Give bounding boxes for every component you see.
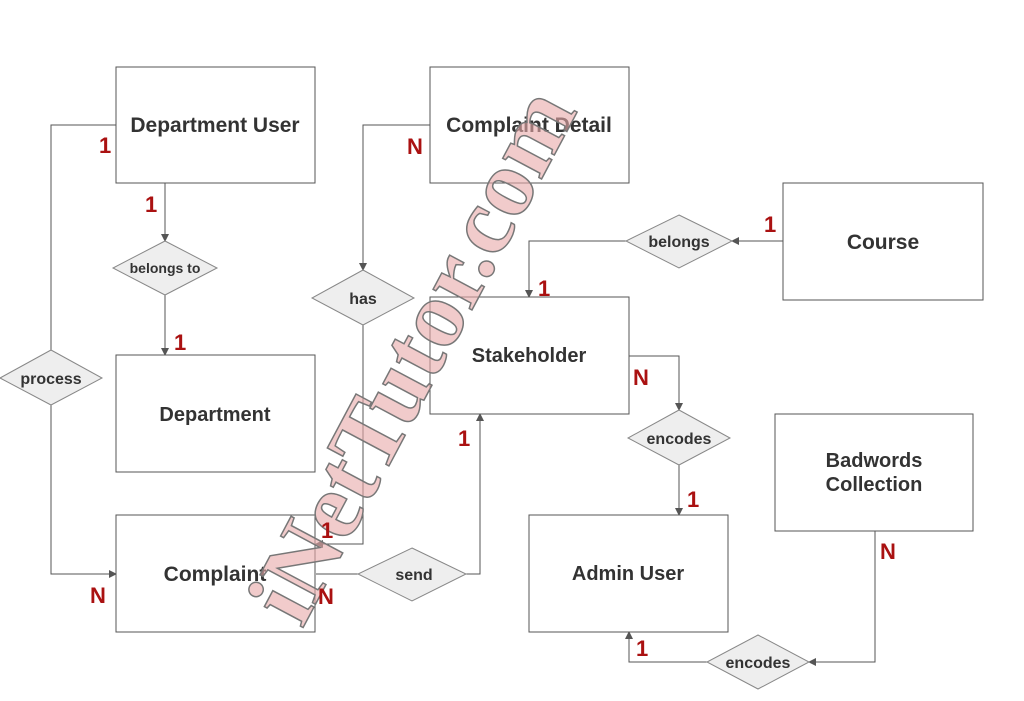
connector-badwords-encodes — [808, 531, 876, 666]
entity-department-user[interactable]: Department User — [115, 66, 316, 184]
entity-label: Admin User — [572, 563, 684, 585]
connector-send-stakeholder — [466, 413, 484, 575]
relationship-belongs-to[interactable]: belongs to — [111, 240, 219, 296]
entity-label: Department — [159, 404, 270, 426]
cardinality-label: N — [90, 583, 106, 608]
entity-admin-user[interactable]: Admin User — [528, 514, 729, 633]
cardinality-label: 1 — [145, 192, 157, 217]
entity-label: Department User — [130, 114, 299, 137]
relationship-encodes-badwords-admin[interactable]: encodes — [705, 634, 811, 690]
cardinality-label: 1 — [321, 518, 333, 543]
entity-label: Course — [847, 231, 919, 254]
relationship-send[interactable]: send — [356, 547, 468, 602]
entity-course[interactable]: Course — [782, 182, 984, 301]
connectors — [50, 124, 876, 666]
entity-label: Complaint — [164, 563, 267, 586]
cardinality-label: 1 — [458, 426, 470, 451]
cardinality-label: 1 — [687, 487, 699, 512]
cardinality-label: N — [318, 584, 334, 609]
relationship-label: belongs — [648, 234, 709, 251]
cardinality-label: 1 — [764, 212, 776, 237]
cardinality-label: 1 — [99, 133, 111, 158]
relationship-label: encodes — [647, 431, 712, 448]
entity-label: Complaint Detail — [446, 114, 612, 137]
cardinality-label: 1 — [636, 636, 648, 661]
connector-encodes-admin-bottom — [625, 631, 708, 663]
relationship-encodes-stakeholder-admin[interactable]: encodes — [626, 409, 732, 466]
relationship-process[interactable]: process — [0, 349, 104, 406]
relationship-has[interactable]: has — [310, 269, 416, 326]
cardinality-label: 1 — [538, 276, 550, 301]
entity-label-line1: Badwords — [826, 450, 923, 472]
connector-process-complaint — [50, 405, 117, 578]
cardinality-label: N — [407, 134, 423, 159]
entity-department[interactable]: Department — [115, 354, 316, 473]
entity-label-line2: Collection — [826, 474, 923, 496]
entity-badwords-collection[interactable]: Badwords Collection — [774, 413, 974, 532]
entity-label: Stakeholder — [472, 345, 587, 367]
connector-belongs-stakeholder — [525, 240, 626, 298]
relationship-label: belongs to — [130, 260, 201, 276]
entity-complaint[interactable]: Complaint — [115, 514, 316, 633]
entity-complaint-detail[interactable]: Complaint Detail — [429, 66, 630, 184]
connector-detail-has — [359, 124, 430, 271]
relationship-label: has — [349, 291, 377, 308]
relationship-belongs[interactable]: belongs — [624, 214, 734, 269]
cardinality-label: N — [880, 539, 896, 564]
connector-stakeholder-encodes — [629, 355, 683, 411]
cardinality-label: 1 — [174, 330, 186, 355]
relationship-label: send — [395, 567, 432, 584]
connector-deptuser-process — [50, 124, 116, 350]
cardinalities: 1 1 1 N 1 1 N 1 1 1 N N N 1 — [90, 133, 896, 661]
entity-stakeholder[interactable]: Stakeholder — [429, 296, 630, 415]
relationship-label: encodes — [726, 655, 791, 672]
connector-has-complaint — [315, 325, 364, 548]
cardinality-label: N — [633, 365, 649, 390]
relationship-label: process — [20, 371, 81, 388]
